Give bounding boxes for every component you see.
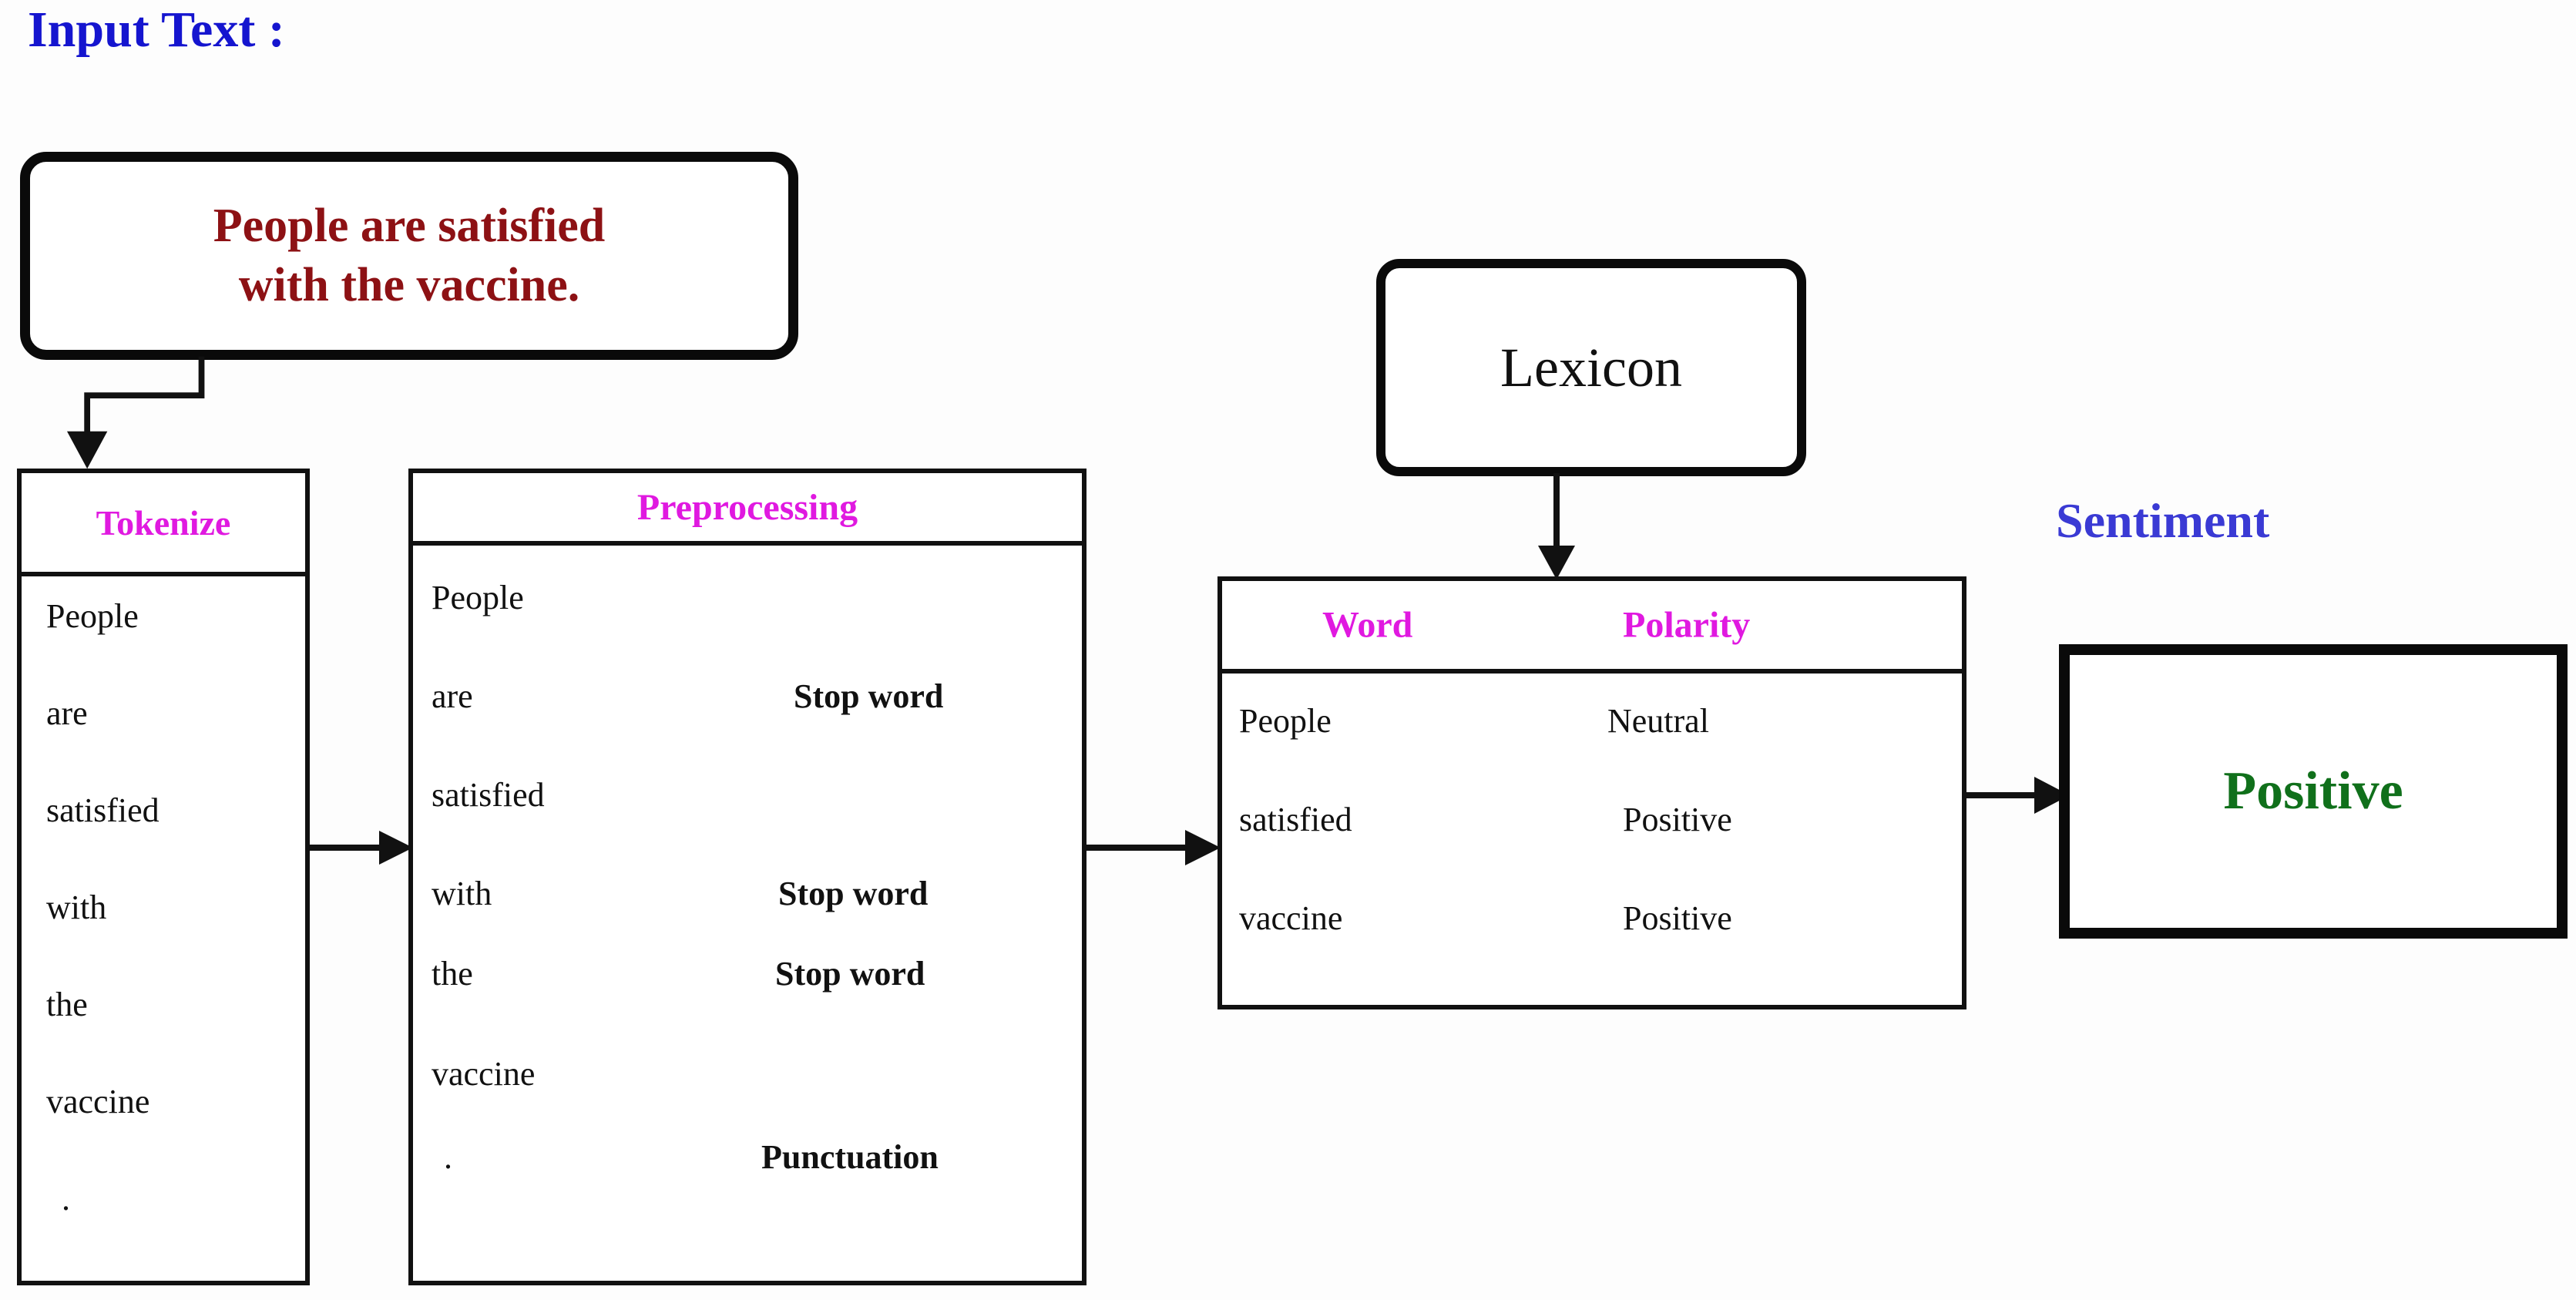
preprocessing-token: .	[444, 1138, 452, 1176]
lexicon-polarity-cell: Positive	[1623, 801, 1732, 838]
token-item: with	[46, 889, 107, 926]
arrow-lexicon-to-table	[1538, 473, 1575, 579]
preprocessing-row: are Stop word	[413, 677, 1082, 715]
preprocessing-row: the Stop word	[413, 954, 1082, 993]
sentiment-heading: Sentiment	[2056, 493, 2270, 548]
preprocessing-row: satisfied	[413, 775, 1082, 814]
preprocessing-row: with Stop word	[413, 874, 1082, 912]
lexicon-word-cell: satisfied	[1239, 801, 1352, 838]
preprocessing-token: People	[432, 579, 524, 616]
input-sentence-line-1: People are satisfied	[213, 200, 606, 253]
lexicon-table-body: People Neutral satisfied Positive vaccin…	[1222, 674, 1962, 1005]
table-row: satisfied Positive	[1222, 800, 1962, 838]
token-item: vaccine	[46, 1083, 150, 1120]
input-sentence-line-2: with the vaccine.	[238, 259, 580, 311]
lexicon-column-header-word: Word	[1322, 604, 1413, 646]
preprocessing-tag: Punctuation	[761, 1138, 939, 1176]
token-item: are	[46, 694, 88, 732]
preprocessing-tag: Stop word	[775, 955, 925, 993]
preprocessing-row: People	[413, 578, 1082, 616]
lexicon-box: Lexicon	[1376, 259, 1806, 476]
preprocessing-tag: Stop word	[778, 875, 929, 912]
table-row: People Neutral	[1222, 701, 1962, 740]
arrow-tokenize-to-preprocessing	[308, 831, 413, 865]
preprocessing-row-list: People are Stop word satisfied with Stop…	[413, 546, 1082, 1281]
tokenize-title: Tokenize	[96, 502, 231, 543]
preprocessing-token: vaccine	[432, 1055, 536, 1093]
lexicon-table: Word Polarity People Neutral satisfied P…	[1217, 576, 1966, 1009]
input-sentence-text: People are satisfied with the vaccine.	[200, 197, 620, 315]
preprocessing-row: vaccine	[413, 1054, 1082, 1093]
sentiment-result-box: Positive	[2059, 644, 2568, 939]
token-item: the	[46, 986, 88, 1023]
lexicon-table-header: Word Polarity	[1222, 581, 1962, 674]
arrow-table-to-sentiment	[1965, 777, 2070, 814]
table-row: vaccine Positive	[1222, 899, 1962, 937]
preprocessing-tag: Stop word	[794, 677, 944, 715]
preprocessing-token: satisfied	[432, 776, 545, 814]
tokenize-header: Tokenize	[22, 473, 305, 576]
token-item: .	[62, 1180, 70, 1218]
tokenize-token-list: People are satisfied with the vaccine .	[22, 576, 305, 1281]
preprocessing-token: the	[432, 955, 473, 993]
lexicon-word-cell: People	[1239, 702, 1332, 740]
arrow-preprocessing-to-lexicon-table	[1085, 830, 1221, 865]
input-text-heading: Input Text :	[28, 2, 285, 58]
preprocessing-header: Preprocessing	[413, 473, 1082, 546]
preprocessing-token: with	[432, 875, 492, 912]
preprocessing-row: . Punctuation	[413, 1137, 1082, 1176]
tokenize-panel: Tokenize People are satisfied with the v…	[17, 469, 310, 1285]
token-item: People	[46, 597, 139, 635]
lexicon-label: Lexicon	[1500, 336, 1682, 398]
input-sentence-box: People are satisfied with the vaccine.	[20, 152, 798, 360]
token-item: satisfied	[46, 791, 160, 829]
lexicon-polarity-cell: Positive	[1623, 899, 1732, 937]
preprocessing-token: are	[432, 677, 473, 715]
lexicon-polarity-cell: Neutral	[1607, 702, 1709, 740]
preprocessing-title: Preprocessing	[636, 486, 858, 528]
lexicon-column-header-polarity: Polarity	[1623, 604, 1751, 646]
preprocessing-panel: Preprocessing People are Stop word satis…	[408, 469, 1086, 1285]
lexicon-word-cell: vaccine	[1239, 899, 1343, 937]
connector-input-to-tokenize	[66, 356, 205, 469]
sentiment-result-value: Positive	[2223, 761, 2403, 821]
